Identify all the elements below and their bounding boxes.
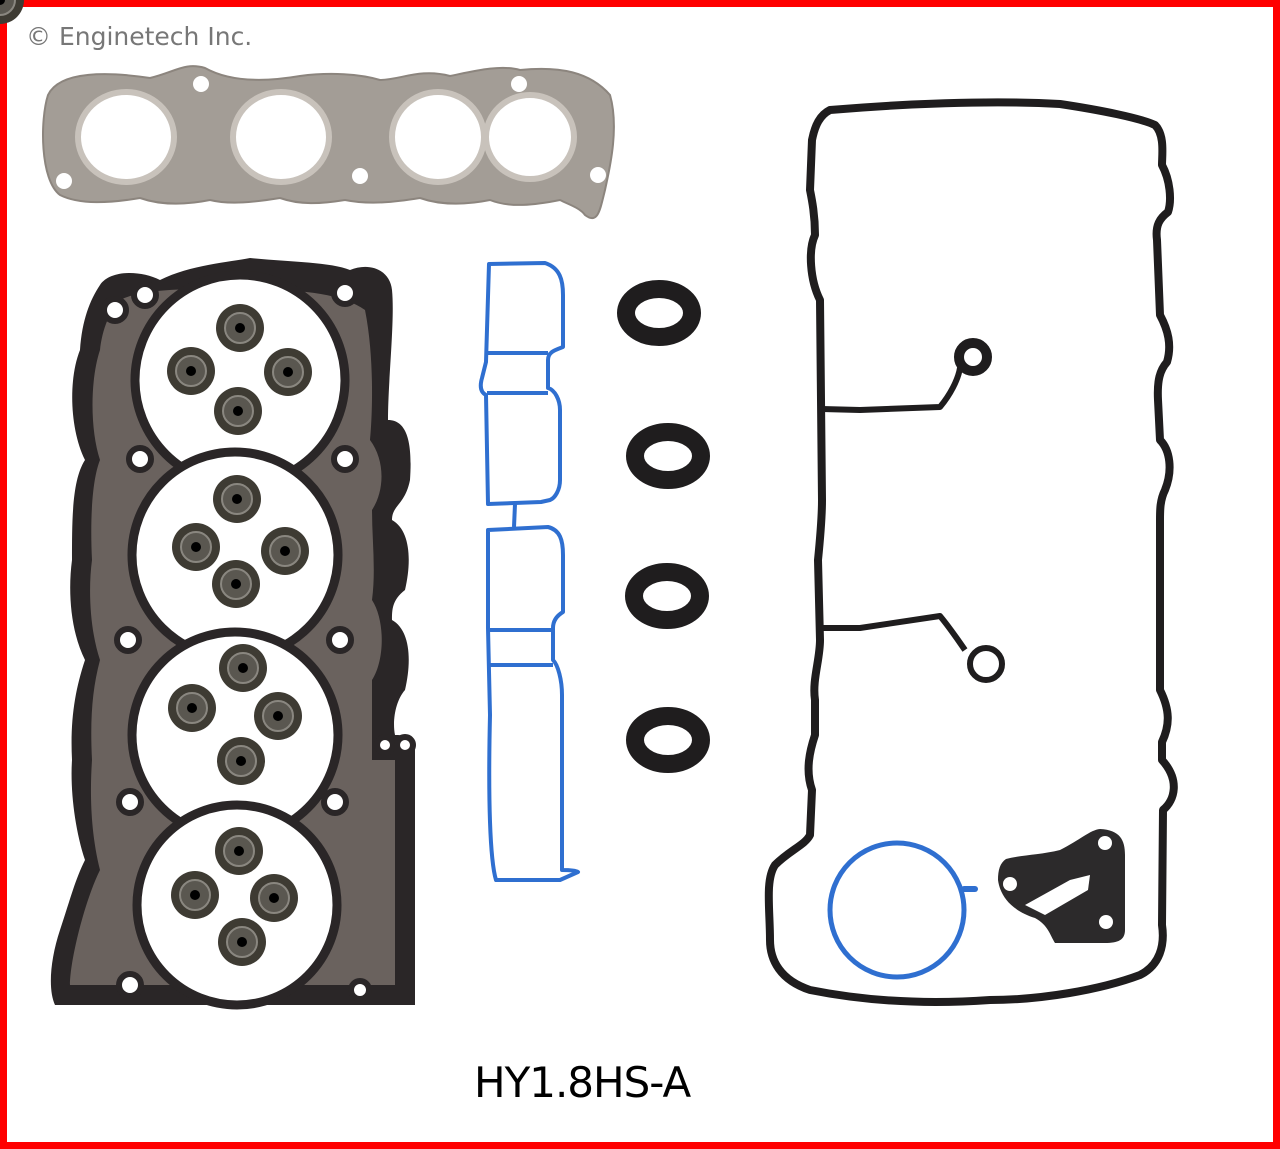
throttle-body-o-ring bbox=[827, 840, 978, 980]
intake-manifold-gasket bbox=[478, 261, 580, 882]
part-number-label: HY1.8HS-A bbox=[474, 1058, 691, 1107]
auxiliary-gasket bbox=[998, 829, 1125, 943]
valve-stem-seals bbox=[0, 0, 313, 967]
spark-plug-tube-seals bbox=[617, 280, 710, 773]
exhaust-manifold-gasket bbox=[42, 65, 615, 220]
valve-cover-gasket bbox=[764, 98, 1178, 1006]
cylinder-head-gasket bbox=[50, 258, 416, 1010]
copyright-watermark: © Enginetech Inc. bbox=[26, 22, 253, 51]
